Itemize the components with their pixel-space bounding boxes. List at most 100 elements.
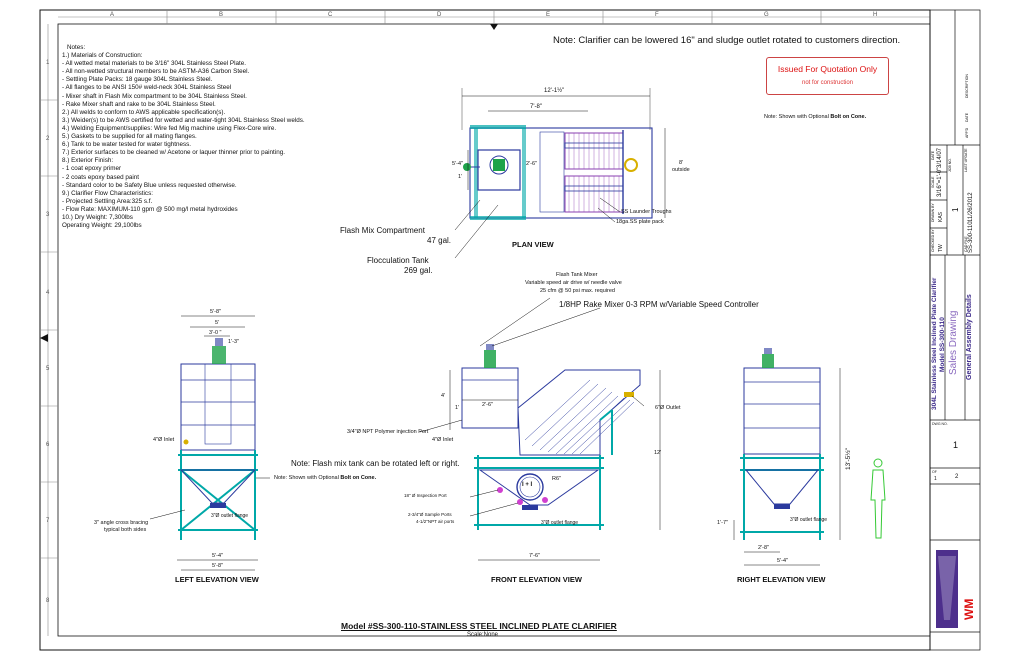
front-rotate-note: Note: Flash mix tank can be rotated left…: [291, 459, 460, 468]
note-line: 2.) All welds to conform to AWS applicab…: [62, 108, 226, 116]
note-line: - Projected Settling Area:325 s.f.: [62, 197, 153, 205]
note-line: - Settling Plate Packs: 18 gauge 304L St…: [62, 76, 213, 84]
left-view-title: LEFT ELEVATION VIEW: [175, 575, 259, 584]
column-label-b: B: [219, 12, 224, 18]
tb-drawn-label: DRAWN BY: [931, 203, 935, 222]
tb-date-label: DATE: [931, 150, 935, 160]
header-note: Note: Clarifier can be lowered 16" and s…: [553, 35, 901, 46]
tb-checked: TW: [938, 244, 944, 252]
tb-job: 1: [951, 207, 960, 212]
right-dim-54: 5'-4": [777, 558, 788, 564]
note-line: 10.) Dry Weight: 7,300lbs: [62, 213, 133, 221]
left-dim-b: 3'-0 ": [209, 330, 222, 336]
tb-title-a: 304L Stainless Steel Inclined Plate Clar…: [931, 277, 938, 410]
tb-checked-label: CHECKED BY: [931, 229, 935, 252]
note-line: - Mixer shaft in Flash Mix compartment t…: [62, 92, 247, 100]
front-flange-label: I + I: [522, 482, 533, 488]
note-line: - All non-wetted structural members to b…: [62, 68, 250, 76]
stamp-subtitle: not for construction: [801, 80, 854, 86]
construction-notes: Notes:1.) Materials of Construction: - A…: [62, 44, 305, 230]
tb-general: General Assembly Details: [966, 294, 973, 380]
front-dim-12: 12': [654, 450, 662, 456]
left-inlet: 4"Ø Inlet: [153, 437, 175, 443]
note-line: 8.) Exterior Finish:: [62, 157, 114, 165]
front-radius: R6": [552, 476, 561, 482]
tb-sales: Sales Drawing: [948, 310, 959, 375]
right-dim-height: 13'-5½": [845, 448, 852, 470]
human-scale-figure: [870, 458, 886, 539]
front-polymer: 3/4"Ø NPT Polymer injection Port: [347, 429, 429, 435]
tb-rev-date: DATE: [965, 112, 969, 122]
front-rake: 1/8HP Rake Mixer 0-3 RPM w/Variable Spee…: [559, 300, 759, 309]
row-label-3: 3: [46, 212, 50, 218]
note-line: - 1 coat epoxy primer: [62, 165, 122, 173]
front-dim-26: 2'-6": [482, 402, 493, 408]
left-note: Note: Shown with Optional Bolt on Cone.: [274, 475, 377, 481]
tb-rev-app: APP'D: [965, 127, 969, 138]
plan-label-flash-a: Flash Mix Compartment: [340, 226, 425, 235]
note-line: 4.) Welding Equipment/supplies: Wire fed…: [62, 124, 277, 132]
tb-sheet-a: 1: [934, 476, 937, 482]
right-elevation-drawing: [733, 348, 886, 566]
front-elevation-drawing: [419, 297, 661, 561]
note-line: 7.) Exterior surfaces to be cleaned w/ A…: [62, 149, 285, 157]
right-dim-28: 2'-8": [758, 545, 769, 551]
note-line: - All wetted metal materials to be 3/16"…: [62, 60, 247, 68]
tb-scale: 3/16"=1'-0": [937, 167, 943, 197]
row-label-5: 5: [46, 366, 50, 372]
left-dim-e: 5'-8": [212, 563, 223, 569]
right-dim-17: 1'-7": [717, 520, 728, 526]
front-dim-76: 7'-6": [529, 553, 540, 559]
row-label-1: 1: [46, 60, 50, 66]
column-label-c: C: [328, 12, 333, 18]
right-view-title: RIGHT ELEVATION VIEW: [737, 575, 826, 584]
note-line: 9.) Clarifier Flow Characteristics:: [62, 189, 153, 197]
plan-label-plate: 18ga.SS plate pack: [616, 219, 664, 225]
tb-job-label: JOB NO.: [948, 157, 952, 172]
row-label-7: 7: [46, 518, 50, 524]
plan-dim-width: 12'-1½": [544, 88, 565, 94]
row-label-4: 4: [46, 290, 50, 296]
left-elevation-drawing: [149, 315, 270, 571]
left-dim-d: 5'-4": [212, 553, 223, 559]
front-view-title: FRONT ELEVATION VIEW: [491, 575, 582, 584]
column-label-g: G: [764, 12, 769, 18]
tb-update-label: LAST UPDATE: [964, 148, 968, 172]
note-line: - Flow Rate: MAXIMUM-110 gpm @ 500 mg/l …: [62, 205, 238, 213]
company-logo: [934, 548, 960, 628]
column-label-e: E: [546, 12, 551, 18]
model-title: Model #SS-300-110-STAINLESS STEEL INCLIN…: [341, 621, 617, 631]
plan-label-floc-a: Flocculation Tank: [367, 256, 429, 265]
front-outlet-3: 3"Ø outlet flange: [541, 520, 579, 526]
tb-dwg: 1: [953, 440, 959, 450]
plan-label-floc-b: 269 gal.: [404, 266, 433, 275]
row-label-6: 6: [46, 442, 50, 448]
front-dim-1: 1': [455, 405, 460, 411]
note-line: - Standard color to be Safety Blue unles…: [62, 181, 237, 189]
tb-cad: SS-300-110: [968, 221, 974, 253]
note-line: Operating Weight: 29,100lbs: [62, 222, 142, 230]
plan-dim-right-b: outside: [672, 167, 690, 173]
front-sample: 2-3/4"Ø Sample Ports: [408, 512, 452, 517]
scale-note: Scale:None: [467, 632, 499, 638]
front-outlet-6: 6"Ø Outlet: [655, 405, 681, 411]
column-label-h: H: [873, 12, 878, 18]
note-line: 3.) Weider(s) to be AWS certified for we…: [62, 116, 305, 124]
tb-scale-label: SCALE: [931, 176, 935, 188]
front-mixer-c: 25 cfm @ 50 psi max. required: [540, 288, 615, 294]
right-outlet: 3"Ø outlet flange: [790, 517, 828, 523]
plan-dim-one: 1': [458, 174, 463, 180]
plan-dim-mid: 2'-6": [526, 161, 537, 167]
plan-view-note: Note: Shown with Optional Bolt on Cone.: [764, 114, 867, 120]
note-line: - All flanges to be ANSI 150# weld-neck …: [62, 84, 232, 92]
column-label-f: F: [655, 12, 659, 18]
stamp-title: Issued For Quotation Only: [777, 64, 878, 74]
left-bracing-a: 3" angle cross bracing: [94, 520, 149, 526]
plan-view-drawing: [454, 88, 666, 259]
left-outlet: 3"Ø outlet flange: [211, 513, 249, 519]
front-dim-4: 4': [441, 393, 446, 399]
tb-sheet-label: OF: [932, 470, 937, 474]
tb-rev-description: DESCRIPTION: [965, 74, 969, 98]
left-dim-top: 5'-8": [210, 309, 221, 315]
row-label-2: 2: [46, 136, 50, 142]
